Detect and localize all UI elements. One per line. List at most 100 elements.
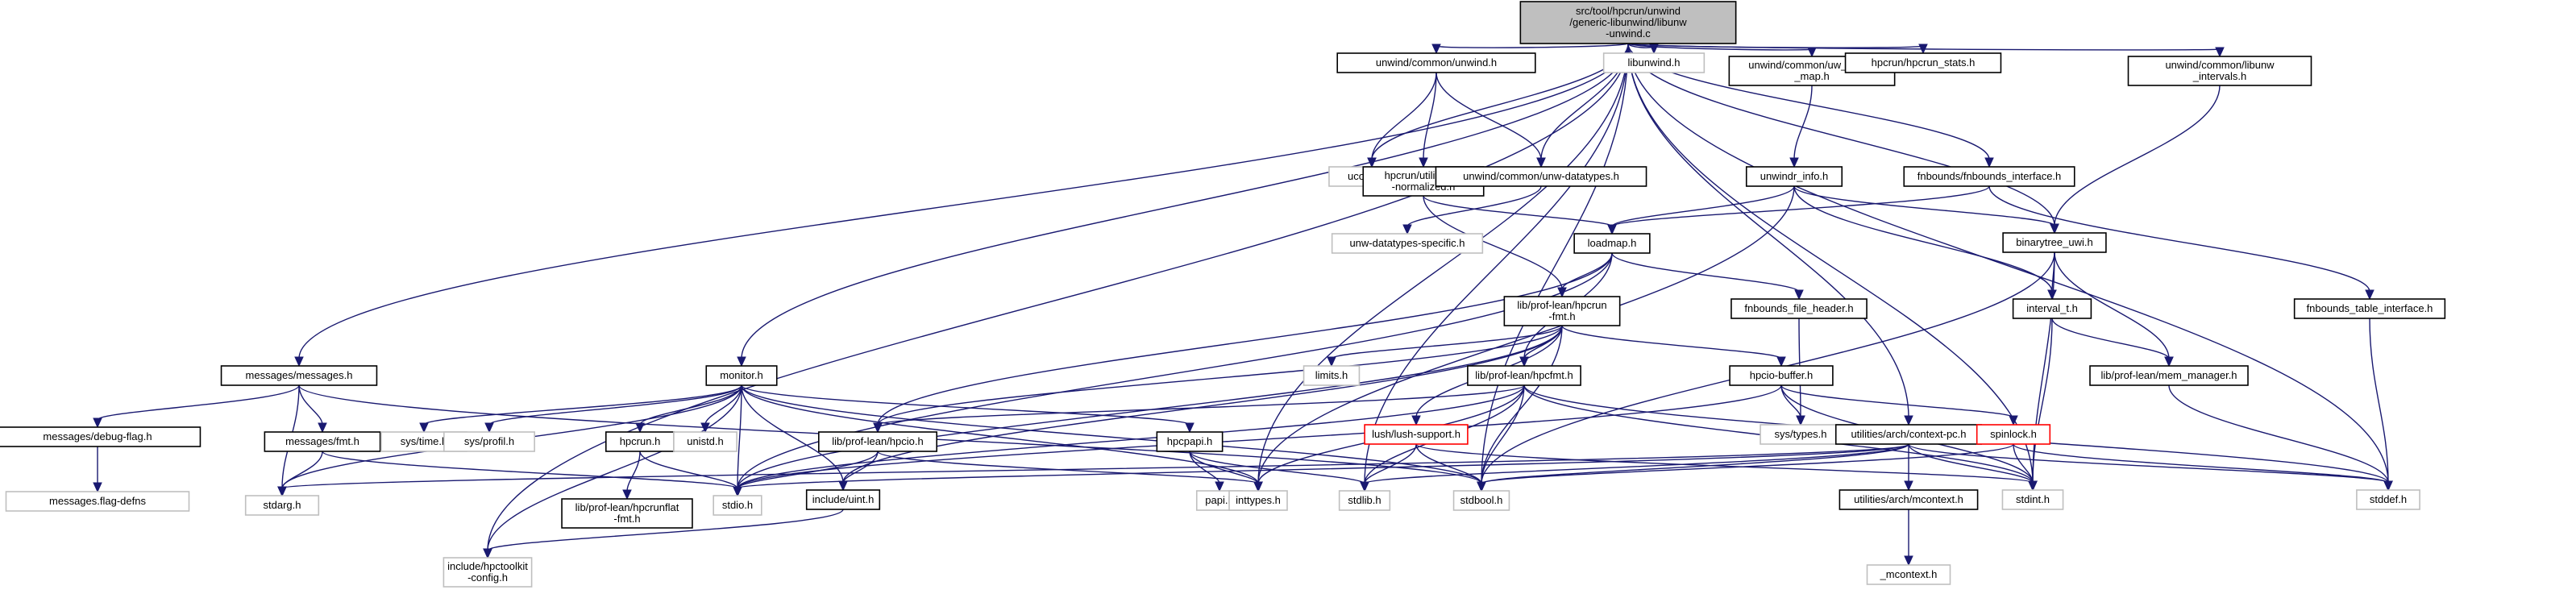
node-hpcrun-h[interactable]: hpcrun.h <box>605 431 675 452</box>
node-stdint[interactable]: stdint.h <box>2001 489 2064 510</box>
edge-loadmap-to-hpcrun_fmt <box>1561 252 1613 290</box>
node-libunw-intervals[interactable]: unwind/common/libunw_intervals.h <box>2127 56 2312 86</box>
arrowhead-debug_flag-to-messages_flag_defns <box>93 482 102 493</box>
edge-fmt_h-to-stdio <box>322 451 738 489</box>
node-fnbounds-file-header[interactable]: fnbounds_file_header.h <box>1730 298 1868 319</box>
node-label: libunwind.h <box>1627 56 1680 69</box>
edge-messages_h-to-fmt_h <box>298 384 323 426</box>
arrowhead-binarytree_uwi-to-interval_t <box>2047 289 2057 301</box>
node-hpcio-buffer[interactable]: hpcio-buffer.h <box>1729 365 1834 386</box>
node-fnbounds-interface[interactable]: fnbounds/fnbounds_interface.h <box>1903 166 2075 187</box>
node-hpcrun-fmt[interactable]: lib/prof-lean/hpcrun-fmt.h <box>1503 296 1621 326</box>
edge-loadmap-to-stdio <box>737 252 1613 489</box>
node-sys-profil[interactable]: sys/profil.h <box>443 431 535 452</box>
node-unwindr-info[interactable]: unwindr_info.h <box>1745 166 1843 187</box>
node-context-pc[interactable]: utilities/arch/context-pc.h <box>1834 424 1983 445</box>
node-unistd[interactable]: unistd.h <box>673 431 737 452</box>
edge-spinlock-to-stddef <box>2013 443 2389 484</box>
node-unw-datatypes-specific[interactable]: unw-datatypes-specific.h <box>1331 233 1484 254</box>
node-box <box>1602 52 1706 73</box>
node-mem-manager[interactable]: lib/prof-lean/mem_manager.h <box>2089 365 2249 386</box>
node-box <box>817 431 937 452</box>
node-lush-support[interactable]: lush/lush-support.h <box>1364 424 1469 445</box>
node-label: loadmap.h <box>1588 237 1637 249</box>
node-stdio[interactable]: stdio.h <box>713 495 762 516</box>
node-stdarg[interactable]: stdarg.h <box>244 495 320 516</box>
node-box <box>2089 365 2249 386</box>
arrowhead-hpcpapi-to-papi <box>1215 481 1224 492</box>
node-stddef[interactable]: stddef.h <box>2356 489 2420 510</box>
node-binarytree-uwi[interactable]: binarytree_uwi.h <box>2002 232 2107 253</box>
node-label: unwind/common/uw_recipe <box>1748 59 1876 71</box>
edge-root-to-monitor_h <box>741 43 1629 359</box>
node-hpcio[interactable]: lib/prof-lean/hpcio.h <box>817 431 937 452</box>
edge-hpcrun_fmt-to-uint_h <box>842 325 1563 484</box>
node-box <box>1156 431 1224 452</box>
node-stdbool[interactable]: stdbool.h <box>1452 490 1510 511</box>
arrowhead-monitor_h-to-hpcrun_h <box>635 422 645 434</box>
node-box <box>605 431 675 452</box>
node-box <box>1467 365 1581 386</box>
node-label: _mcontext.h <box>1880 568 1938 580</box>
node-debug-flag[interactable]: messages/debug-flag.h <box>0 426 202 447</box>
node-uint-h[interactable]: include/uint.h <box>805 489 881 510</box>
node-sys-types[interactable]: sys/types.h <box>1760 424 1842 445</box>
node-loadmap[interactable]: loadmap.h <box>1573 233 1651 254</box>
node-box <box>1303 365 1361 386</box>
node-label: include/uint.h <box>812 493 875 505</box>
node-interval-t[interactable]: interval_t.h <box>2012 298 2092 319</box>
node-hpcpapi[interactable]: hpcpapi.h <box>1156 431 1224 452</box>
node-unwind-h[interactable]: unwind/common/unwind.h <box>1336 52 1536 73</box>
node-fmt-h[interactable]: messages/fmt.h <box>264 431 381 452</box>
node-box <box>1336 52 1536 73</box>
node-hpcfmt[interactable]: lib/prof-lean/hpcfmt.h <box>1467 365 1581 386</box>
node-hpcrun-stats[interactable]: hpcrun/hpcrun_stats.h <box>1844 52 2002 73</box>
node-hpcrunflat-fmt[interactable]: lib/prof-lean/hpcrunflat-fmt.h <box>561 498 693 529</box>
edge-hpcfmt-to-stdio <box>737 384 1525 489</box>
node--mcontext[interactable]: _mcontext.h <box>1866 564 1951 585</box>
node-label: limits.h <box>1315 369 1348 381</box>
arrowhead-hpcio_buffer-to-sys_types <box>1796 415 1805 426</box>
node-label: unwind/common/libunw <box>2165 59 2275 71</box>
node-label: -fmt.h <box>613 513 640 525</box>
node-label: src/tool/hpcrun/unwind <box>1576 5 1681 17</box>
node-unw-datatypes[interactable]: unwind/common/unw-datatypes.h <box>1435 166 1647 187</box>
edge-hpcfmt-to-hpcio <box>877 384 1525 426</box>
node-label: hpcio-buffer.h <box>1750 369 1814 381</box>
edge-spinlock-to-stdint <box>2013 443 2034 484</box>
node-hpctoolkit-config[interactable]: include/hpctoolkit-config.h <box>442 557 533 588</box>
node-box <box>1745 166 1843 187</box>
edge-root-to-stdlib <box>1364 43 1629 484</box>
edge-context_pc-to-stdio <box>737 443 1909 489</box>
node-box <box>2356 489 2420 510</box>
node-monitor-h[interactable]: monitor.h <box>705 365 778 386</box>
node-spinlock[interactable]: spinlock.h <box>1976 424 2051 445</box>
node-root[interactable]: src/tool/hpcrun/unwind/generic-libunwind… <box>1519 1 1737 44</box>
node-inttypes[interactable]: inttypes.h <box>1228 490 1288 511</box>
edge-monitor_h-to-inttypes <box>741 384 1259 484</box>
edge-context_pc-to-stdbool <box>1481 443 1909 484</box>
node-label: lib/prof-lean/hpcrunflat <box>575 501 679 513</box>
edge-monitor_h-to-uint_h <box>741 384 844 484</box>
node-label: hpcpapi.h <box>1167 435 1212 447</box>
node-stdlib[interactable]: stdlib.h <box>1338 490 1391 511</box>
edge-hpcrun_fmt-to-limits_h <box>1331 325 1563 359</box>
node-box <box>713 495 762 516</box>
node-messages-flag-defns[interactable]: messages.flag-defns <box>5 491 190 512</box>
node-libunwind-h[interactable]: libunwind.h <box>1602 52 1706 73</box>
arrowhead-messages_h-to-debug_flag <box>93 417 102 429</box>
edge-lush_support-to-stdlib <box>1364 443 1417 484</box>
node-box <box>805 489 881 510</box>
node-box <box>1228 490 1288 511</box>
arrowhead-context_pc-to-stdio <box>733 486 742 497</box>
node-messages-h[interactable]: messages/messages.h <box>220 365 378 386</box>
node-fnbounds-table-interface[interactable]: fnbounds_table_interface.h <box>2293 298 2446 319</box>
edge-root-to-libunw_intervals <box>1627 43 2221 51</box>
node-limits-h[interactable]: limits.h <box>1303 365 1361 386</box>
node-box <box>442 557 533 588</box>
node-mcontext-h[interactable]: utilities/arch/mcontext.h <box>1839 489 1979 510</box>
node-box <box>2012 298 2092 319</box>
node-label: stdio.h <box>722 499 753 511</box>
arrowhead-unwind_h-to-ip_normalized <box>1419 157 1428 168</box>
edge-root-to-hpctoolkit_config <box>487 43 1629 551</box>
